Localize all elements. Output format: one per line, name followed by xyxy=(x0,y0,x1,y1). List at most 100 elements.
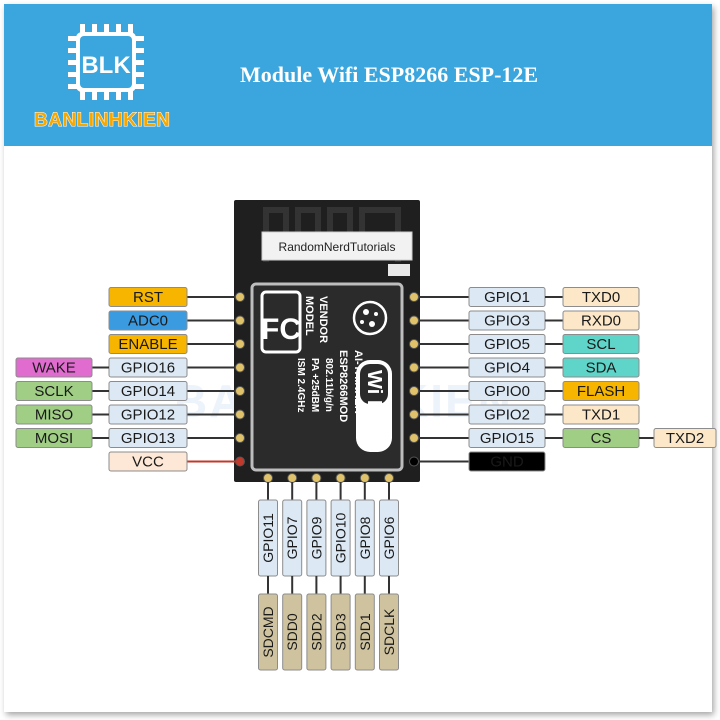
bottom-func-box xyxy=(282,593,303,671)
right-pin-gpio3-label: GPIO3 xyxy=(484,313,530,330)
left-pin-vcc: VCC xyxy=(108,451,188,472)
left-func-miso: MISO xyxy=(15,404,93,425)
pin-pad-left xyxy=(235,386,245,396)
brand-mark: BLK xyxy=(81,52,131,79)
right-pin-gpio2-label: GPIO2 xyxy=(484,407,530,424)
left-pin-gpio13-label: GPIO13 xyxy=(121,430,175,447)
right-func-txd1: TXD1 xyxy=(562,404,640,425)
right-func-txd0: TXD0 xyxy=(562,287,640,307)
pin-pad-right xyxy=(409,292,419,302)
left-func-sclk: SCLK xyxy=(15,381,93,401)
pin-pad-left xyxy=(235,315,245,326)
bottom-pin-gpio11: GPIO11 xyxy=(258,499,278,577)
pin-pad-left xyxy=(235,456,245,467)
bottom-pin-gpio6: GPIO6 xyxy=(379,499,399,577)
left-pin-gpio12-label: GPIO12 xyxy=(121,407,175,424)
left-func-wake-label: WAKE xyxy=(32,360,76,377)
left-pin-enable: ENABLE xyxy=(108,334,188,354)
left-func-wake: WAKE xyxy=(15,357,93,378)
right-pin-gpio4: GPIO4 xyxy=(468,357,546,378)
pin-pad-left xyxy=(235,409,245,420)
spec-pa: PA +25dBM xyxy=(309,358,320,412)
bottom-pin-label: GPIO8 xyxy=(357,516,373,559)
right-pin-gpio1-label: GPIO1 xyxy=(484,289,530,306)
bottom-pin-gpio8: GPIO8 xyxy=(354,499,375,577)
right-pin-gpio15-label: GPIO15 xyxy=(480,430,534,447)
left-pin-gpio14: GPIO14 xyxy=(108,381,188,401)
left-pin-adc0: ADC0 xyxy=(108,310,188,331)
bottom-func-sdd2: SDD2 xyxy=(306,593,327,671)
pin-pad-right xyxy=(409,433,419,443)
pin-pad-bottom xyxy=(263,473,273,483)
bottom-pin-label: GPIO11 xyxy=(260,513,276,563)
right-pin-gpio2: GPIO2 xyxy=(468,404,546,425)
brand-name: BANLINHKIEN xyxy=(33,110,171,132)
right-func-rxd0-box xyxy=(562,310,640,331)
right-func-flash: FLASH xyxy=(562,381,640,401)
sticker-label: RandomNerdTutorials xyxy=(279,240,396,254)
right-func-flash-label: FLASH xyxy=(577,383,625,400)
left-pin-gpio16-label: GPIO16 xyxy=(121,360,175,377)
bottom-func-sdclk: SDCLK xyxy=(379,593,399,671)
bottom-func-sdd3: SDD3 xyxy=(330,593,351,671)
bottom-pin-label: GPIO9 xyxy=(308,516,324,559)
right-pin-gpio5: GPIO5 xyxy=(468,334,546,354)
left-pin-gpio13: GPIO13 xyxy=(108,428,188,448)
wifi-mark: Wi Fi xyxy=(363,370,385,418)
pin-pad-bottom xyxy=(359,473,370,483)
pin-pad-right xyxy=(409,339,419,349)
wifi-logo-icon: Wi Fi xyxy=(356,360,392,452)
spec-ism: ISM 2.4GHz xyxy=(295,358,306,412)
bottom-pin-gpio10: GPIO10 xyxy=(330,499,351,577)
right-pin-gpio5-label: GPIO5 xyxy=(484,336,530,353)
right-func-scl-label: SCL xyxy=(586,336,615,353)
left-func-miso-label: MISO xyxy=(35,407,73,424)
bottom-func-sdd1: SDD1 xyxy=(354,593,375,671)
pin-pad-left xyxy=(235,292,245,302)
bottom-func-label: SDD1 xyxy=(357,613,373,651)
right-func2-txd2: TXD2 xyxy=(653,428,717,448)
fc-mark-icon: FC xyxy=(260,290,302,354)
right-func-txd1-label: TXD1 xyxy=(582,407,620,424)
pin-pad-left xyxy=(235,339,245,349)
header-banner: BLK BANLINHKIEN Module Wifi ESP8266 ESP-… xyxy=(4,4,712,146)
right-pin-gpio0-label: GPIO0 xyxy=(484,383,530,400)
pin-pad-bottom xyxy=(335,473,346,483)
pin-pad-left xyxy=(235,433,245,443)
pin-pad-right xyxy=(409,315,419,326)
left-pin-vcc-box xyxy=(108,451,188,472)
right-func-txd0-label: TXD0 xyxy=(582,289,620,306)
pin-pad-bottom xyxy=(287,473,298,483)
bottom-func-label: SDD3 xyxy=(333,613,349,651)
bottom-pin-label: GPIO10 xyxy=(333,513,349,564)
pin-pad-bottom xyxy=(311,473,322,483)
right-func-sda: SDA xyxy=(562,357,640,378)
right-pin-gpio1: GPIO1 xyxy=(468,287,546,307)
right-func2-txd2-label: TXD2 xyxy=(666,430,704,447)
left-pin-gpio14-label: GPIO14 xyxy=(121,383,175,400)
right-func-sda-label: SDA xyxy=(586,360,617,377)
left-pin-adc0-box xyxy=(108,310,188,331)
right-func-scl-box xyxy=(562,334,640,354)
right-func-cs-label: CS xyxy=(591,430,612,447)
page-title: Module Wifi ESP8266 ESP-12E xyxy=(240,62,539,87)
left-func-mosi-box xyxy=(15,428,93,448)
model-value: ESP8266MOD xyxy=(337,350,349,422)
bottom-func-sdcmd: SDCMD xyxy=(258,593,278,671)
vendor-label: VENDOR xyxy=(317,296,329,343)
bottom-pin-gpio9: GPIO9 xyxy=(306,499,327,577)
vendor-logo-icon xyxy=(352,300,388,336)
pin-pad-right xyxy=(409,409,419,420)
pin-pad-right xyxy=(409,456,419,467)
bottom-pin-label: GPIO6 xyxy=(381,516,397,559)
right-func-rxd0-label: RXD0 xyxy=(581,313,621,330)
bottom-func-label: SDCMD xyxy=(260,606,276,657)
left-pin-gpio12: GPIO12 xyxy=(108,404,188,425)
bottom-func-box xyxy=(306,593,327,671)
left-pin-adc0-label: ADC0 xyxy=(128,313,168,330)
right-pin-gpio3: GPIO3 xyxy=(468,310,546,331)
model-label: MODEL xyxy=(303,296,315,336)
svg-text:FC: FC xyxy=(261,313,301,346)
right-pin-gpio0: GPIO0 xyxy=(468,381,546,401)
bottom-pin-gpio7: GPIO7 xyxy=(282,499,303,577)
